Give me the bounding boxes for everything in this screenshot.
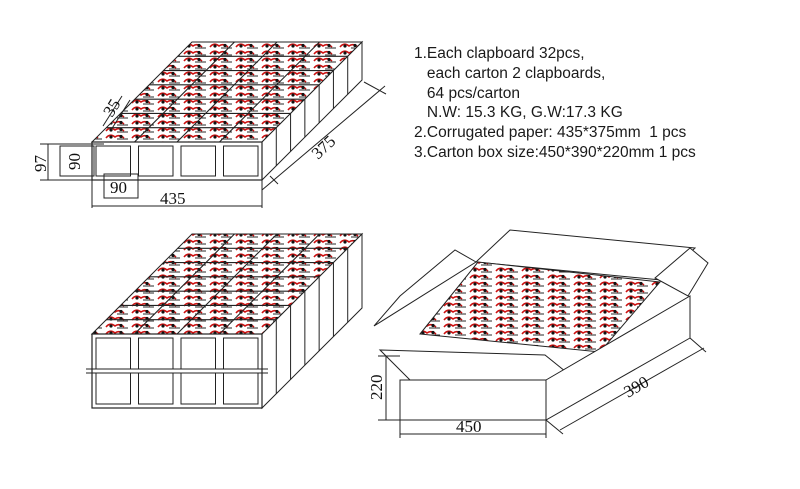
note-line: 3.Carton box size:450*390*220mm 1 pcs xyxy=(414,143,696,161)
tray-cell xyxy=(180,145,216,177)
clapboard-tray-dimensioned xyxy=(90,40,364,182)
tray-column-divider xyxy=(134,233,235,335)
dim-width: 375 xyxy=(308,132,340,163)
carton-back-flap xyxy=(474,229,697,281)
tray-column-divider xyxy=(176,233,278,335)
tray-column-divider xyxy=(219,233,320,335)
carton-contents xyxy=(419,261,661,353)
clapboard-tray-plain xyxy=(86,232,364,410)
carton-box xyxy=(373,229,709,421)
note-line: each carton 2 clapboards, xyxy=(414,64,606,82)
dim-cell-width: 90 xyxy=(110,178,127,197)
dim-carton-width: 390 xyxy=(621,372,653,401)
tray-front-face xyxy=(91,333,263,409)
tray-column-divider xyxy=(219,41,320,143)
note-line: 64 pcs/carton xyxy=(414,84,520,102)
carton-front-face xyxy=(399,379,547,421)
dim-carton-length: 450 xyxy=(456,417,482,436)
note-line: 1.Each clapboard 32pcs, xyxy=(414,45,585,62)
dim-carton-height: 220 xyxy=(367,375,386,401)
tray-cell xyxy=(95,145,131,177)
dim-cell-height: 90 xyxy=(65,153,84,170)
tray-column-divider xyxy=(134,41,235,143)
carton-front-flap xyxy=(378,349,578,381)
tray-column-divider xyxy=(176,41,278,143)
note-line: N.W: 15.3 KG, G.W:17.3 KG xyxy=(414,104,623,122)
carton-left-flap xyxy=(373,249,477,327)
dim-total-height: 97 xyxy=(31,155,50,173)
dim-length: 435 xyxy=(160,189,186,208)
note-line: 2.Corrugated paper: 435*375mm 1 pcs xyxy=(414,124,687,142)
tray-cell xyxy=(138,145,174,177)
packing-notes: 1.Each clapboard 32pcs, each carton 2 cl… xyxy=(414,44,794,163)
carton-right-flap xyxy=(654,247,709,297)
tray-cell xyxy=(223,145,259,177)
